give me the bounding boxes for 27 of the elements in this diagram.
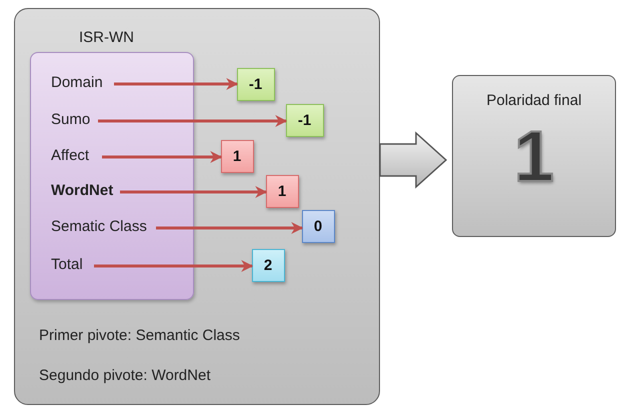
arrow: [98, 115, 288, 127]
resource-label: Affect: [51, 146, 101, 166]
arrow: [114, 78, 238, 90]
note-text: Segundo pivote: WordNet: [39, 367, 210, 384]
value-box: 1: [220, 140, 254, 172]
note-text: Primer pivote: Semantic Class: [39, 327, 240, 344]
value-box: 0: [302, 210, 334, 242]
block-arrow: [379, 131, 448, 189]
arrow: [94, 260, 254, 272]
resource-label: WordNet: [51, 181, 119, 201]
value-box: 1: [266, 174, 298, 208]
result-value: 1: [514, 117, 554, 197]
resource-label: Domain: [51, 73, 113, 93]
value-box: -1: [286, 104, 324, 136]
value-box: -1: [236, 68, 274, 100]
arrow: [120, 186, 268, 198]
panel-box: [14, 8, 380, 405]
value-box: 2: [252, 248, 284, 282]
arrow: [156, 222, 304, 234]
resource-label: Sematic Class: [51, 217, 155, 237]
group-box: [30, 52, 194, 300]
group-title: ISR-WN: [79, 29, 134, 46]
result-title: Polaridad final: [486, 92, 582, 109]
arrow: [102, 151, 222, 163]
resource-label: Sumo: [51, 110, 97, 130]
result-box: [452, 75, 616, 237]
resource-label: Total: [51, 255, 93, 275]
